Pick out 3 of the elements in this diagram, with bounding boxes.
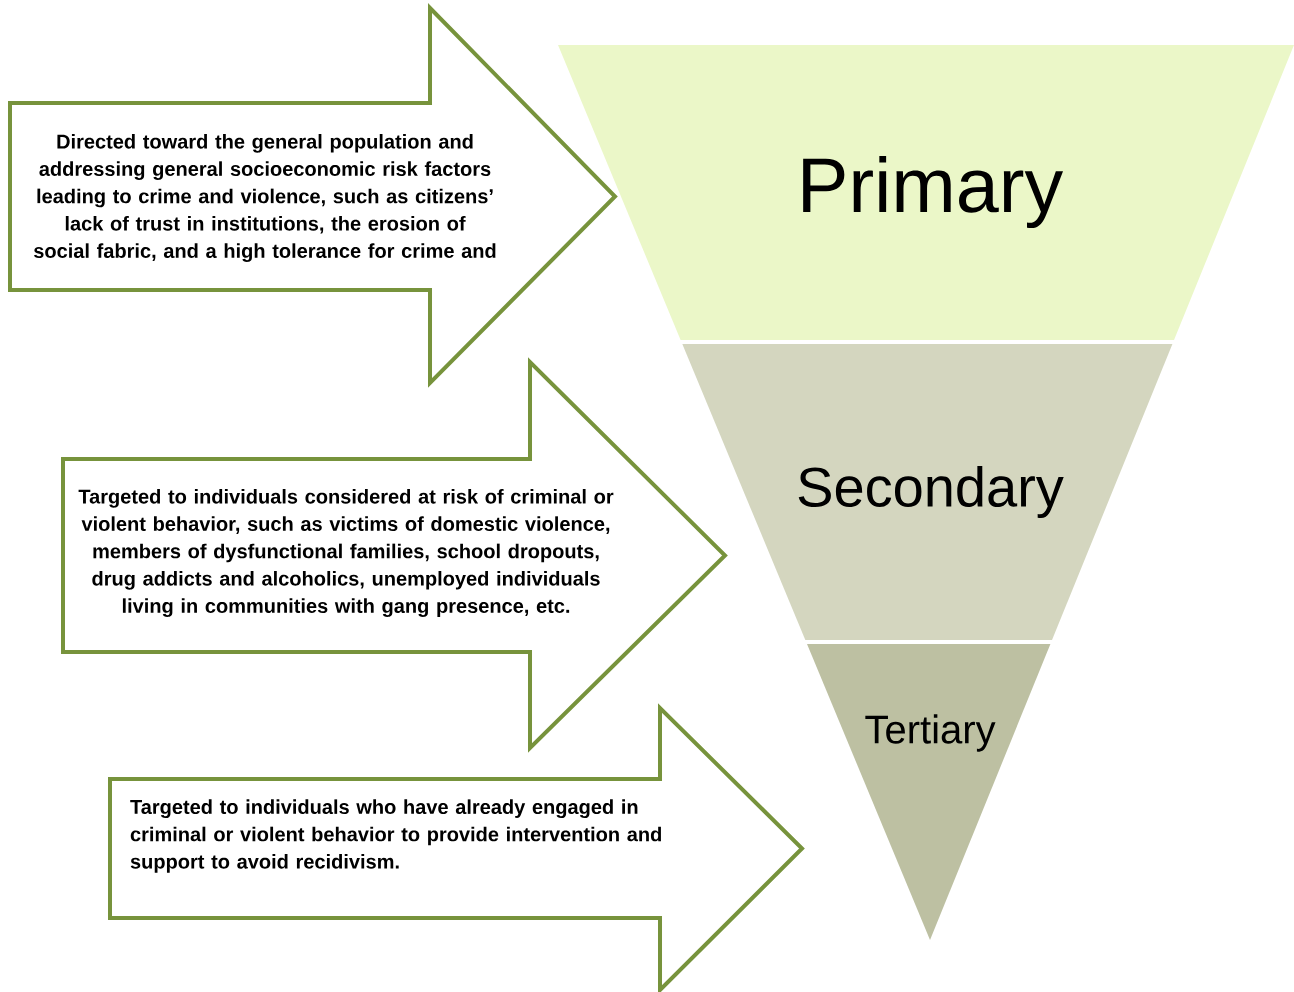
pyramid-band: Tertiary (807, 644, 1051, 940)
pyramid-band: Primary (558, 45, 1294, 340)
pyramid-band: Secondary (682, 344, 1173, 640)
